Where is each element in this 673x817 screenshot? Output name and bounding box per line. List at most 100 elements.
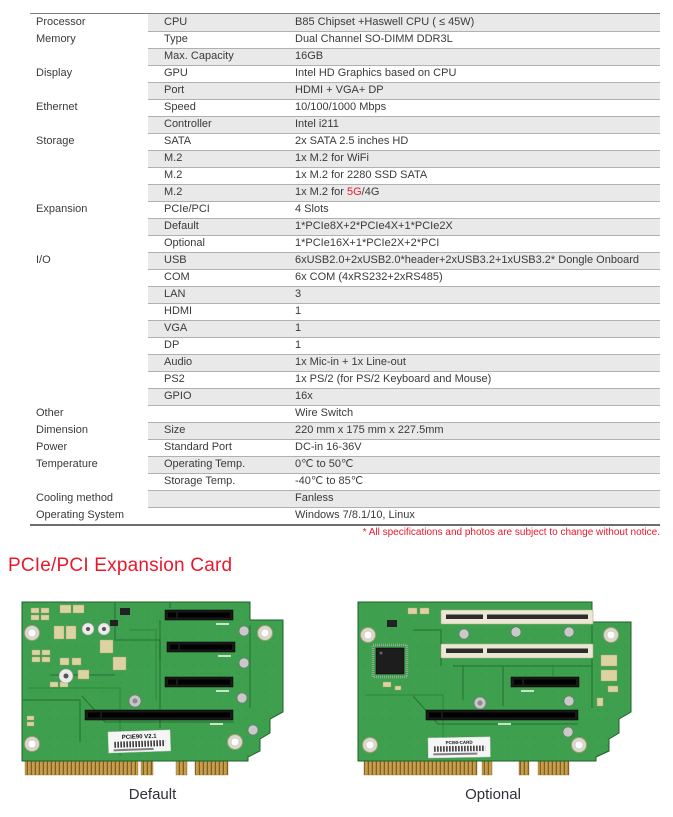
- spec-subcategory: M.2: [164, 169, 183, 181]
- spec-category: [30, 473, 148, 490]
- spec-subcategory: [148, 491, 295, 507]
- spec-row: Power Standard Port DC-in 16-36V: [30, 439, 660, 456]
- spec-value: 0℃ to 50℃: [295, 458, 354, 470]
- spec-row: Optional 1*PCIe16X+1*PCIe2X+2*PCI: [30, 235, 660, 252]
- spec-value: Wire Switch: [295, 407, 354, 419]
- spec-value: 1*PCIe8X+2*PCIe4X+1*PCIe2X: [295, 220, 453, 232]
- spec-cells: Max. Capacity 16GB: [148, 48, 660, 65]
- spec-row: Ethernet Speed 10/100/1000 Mbps: [30, 99, 660, 116]
- spec-row: M.2 1x M.2 for WiFi: [30, 150, 660, 167]
- spec-subcategory: DP: [164, 339, 180, 351]
- spec-row: PS2 1x PS/2 (for PS/2 Keyboard and Mouse…: [30, 371, 660, 388]
- spec-row: Cooling method Fanless: [30, 490, 660, 507]
- spec-category: [30, 303, 148, 320]
- spec-subcategory: Operating Temp.: [164, 458, 246, 470]
- expansion-card-default-figure: PCIE90 V2.1 Default: [20, 600, 285, 803]
- spec-subcategory: PS2: [164, 373, 185, 385]
- spec-value: 1: [295, 339, 302, 351]
- spec-value: 16x: [295, 390, 313, 402]
- spec-value: 6x COM (4xRS232+2xRS485): [295, 271, 443, 283]
- pcb-photo-optional: PCI90-CARD: [357, 601, 632, 776]
- spec-value: 3: [295, 288, 302, 300]
- spec-subcategory: CPU: [164, 16, 188, 28]
- spec-cells: Size 220 mm x 175 mm x 227.5mm: [148, 422, 660, 439]
- spec-subcategory: Default: [164, 220, 199, 232]
- pcie-slots: [84, 609, 236, 725]
- spec-subcategory: Port: [164, 84, 185, 96]
- card-caption-optional: Optional: [465, 786, 521, 803]
- mounting-holes: [24, 625, 273, 752]
- board-label-text: PCIE90 V2.1: [122, 734, 158, 741]
- spec-cells: Speed 10/100/1000 Mbps: [148, 99, 660, 116]
- spec-subcategory: Optional: [164, 237, 205, 249]
- spec-category: Processor: [36, 16, 86, 28]
- pcb-traces: [358, 602, 631, 761]
- spec-cells: LAN 3: [148, 286, 660, 303]
- spec-cells: Controller Intel i211: [148, 116, 660, 133]
- spec-subcategory: Storage Temp.: [164, 475, 236, 487]
- components: [382, 607, 619, 738]
- spec-row: M.2 1x M.2 for 5G/4G: [30, 184, 660, 201]
- spec-subcategory: SATA: [164, 135, 192, 147]
- spec-subcategory: HDMI: [164, 305, 193, 317]
- spec-category: Display: [36, 67, 73, 79]
- spec-row: Other Wire Switch: [30, 405, 660, 422]
- spec-value: HDMI + VGA+ DP: [295, 84, 384, 96]
- spec-value: -40℃ to 85℃: [295, 475, 364, 487]
- spec-cells: M.2 1x M.2 for WiFi: [148, 150, 660, 167]
- spec-category: [30, 354, 148, 371]
- spec-row: COM 6x COM (4xRS232+2xRS485): [30, 269, 660, 286]
- spec-row: Storage Temp. -40℃ to 85℃: [30, 473, 660, 490]
- spec-cells: Default 1*PCIe8X+2*PCIe4X+1*PCIe2X: [148, 218, 660, 235]
- spec-value-highlight: 5G: [346, 186, 362, 198]
- spec-row: Port HDMI + VGA+ DP: [30, 82, 660, 99]
- spec-cells: VGA 1: [148, 320, 660, 337]
- spec-value: B85 Chipset +Haswell CPU ( ≤ 45W): [295, 16, 475, 28]
- spec-table: Processor CPU B85 Chipset +Haswell CPU (…: [30, 13, 660, 526]
- spec-value: 1x M.2 for 5G/4G: [295, 185, 660, 201]
- spec-value: 1*PCIe16X+1*PCIe2X+2*PCI: [295, 237, 440, 249]
- spec-category: [30, 286, 148, 303]
- spec-category: [30, 167, 148, 184]
- expansion-card-optional-figure: PCI90-CARD Optional: [353, 600, 633, 803]
- spec-subcategory: Standard Port: [164, 441, 232, 453]
- spec-cells: DP 1: [148, 337, 660, 354]
- spec-value: 16GB: [295, 50, 324, 62]
- spec-value: 1x PS/2 (for PS/2 Keyboard and Mouse): [295, 373, 492, 385]
- spec-row: HDMI 1: [30, 303, 660, 320]
- board-label-text: PCI90-CARD: [446, 740, 474, 745]
- spec-category: [30, 116, 148, 133]
- spec-row: Expansion PCIe/PCI 4 Slots: [30, 201, 660, 218]
- spec-cells: GPIO 16x: [148, 388, 660, 405]
- spec-category: I/O: [36, 254, 51, 266]
- spec-row: Controller Intel i211: [30, 116, 660, 133]
- spec-row: LAN 3: [30, 286, 660, 303]
- spec-subcategory: USB: [164, 254, 187, 266]
- spec-subcategory: [148, 406, 295, 422]
- spec-category: Operating System: [36, 509, 125, 521]
- spec-cells: Windows 7/8.1/10, Linux: [148, 507, 660, 524]
- spec-row: M.2 1x M.2 for 2280 SSD SATA: [30, 167, 660, 184]
- components: [26, 604, 259, 736]
- section-title: PCIe/PCI Expansion Card: [8, 555, 233, 576]
- spec-subcategory: VGA: [164, 322, 188, 334]
- spec-value: 1: [295, 305, 302, 317]
- spec-row: Storage SATA 2x SATA 2.5 inches HD: [30, 133, 660, 150]
- spec-value: 1: [295, 322, 302, 334]
- spec-subcategory: GPIO: [164, 390, 192, 402]
- spec-category: Other: [36, 407, 64, 419]
- spec-category: Memory: [36, 33, 76, 45]
- spec-value: 6xUSB2.0+2xUSB2.0*header+2xUSB3.2+1xUSB3…: [295, 254, 639, 266]
- spec-category: Cooling method: [36, 492, 114, 504]
- spec-row: Display GPU Intel HD Graphics based on C…: [30, 65, 660, 82]
- spec-row: Default 1*PCIe8X+2*PCIe4X+1*PCIe2X: [30, 218, 660, 235]
- spec-cells: Type Dual Channel SO-DIMM DDR3L: [148, 31, 660, 48]
- disclaimer-footnote: * All specifications and photos are subj…: [362, 527, 660, 538]
- spec-row: Max. Capacity 16GB: [30, 48, 660, 65]
- spec-row: Dimension Size 220 mm x 175 mm x 227.5mm: [30, 422, 660, 439]
- spec-cells: Optional 1*PCIe16X+1*PCIe2X+2*PCI: [148, 235, 660, 252]
- spec-subcategory: Audio: [164, 356, 193, 368]
- spec-row: DP 1: [30, 337, 660, 354]
- spec-category: Dimension: [36, 424, 88, 436]
- spec-category: [30, 371, 148, 388]
